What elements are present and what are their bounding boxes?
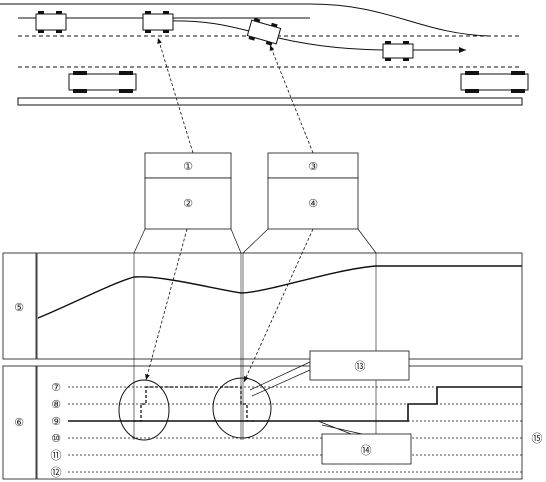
- vehicle-car-3-changing-lane: [246, 17, 282, 46]
- level-label-11: ⑪: [51, 449, 62, 462]
- pointer-box2-to-signal: [145, 228, 188, 381]
- box-1: [144, 152, 232, 179]
- callout-13-leader: [249, 361, 311, 397]
- highlight-ellipse-right: [212, 377, 272, 439]
- signal-trace-dashed: [134, 386, 256, 422]
- road-edge-curve: [0, 3, 491, 37]
- side-label-15: ⑮: [532, 432, 543, 445]
- speed-curve: [37, 265, 522, 319]
- callout-13-box: [309, 350, 410, 381]
- box-2: [144, 177, 232, 230]
- box-1-label: ①: [183, 160, 193, 173]
- box-2-label: ②: [183, 197, 193, 210]
- road-barrier: [17, 97, 523, 106]
- vehicle-car-1: [35, 11, 67, 33]
- speed-panel-label: ⑤: [14, 301, 24, 314]
- vehicle-car-5: [68, 71, 137, 93]
- level-label-8: ⑧: [51, 398, 61, 411]
- signal-panel: [36, 365, 523, 480]
- lane-change-trajectory-arrow: [165, 20, 466, 53]
- box-4-label: ④: [308, 197, 318, 210]
- signal-trace-solid: [68, 386, 522, 422]
- vehicle-car-2: [142, 11, 174, 33]
- funnel-left: [133, 228, 242, 254]
- highlight-ellipse-left: [118, 379, 170, 441]
- pointer-to-car-3: [269, 44, 314, 154]
- level-label-10: ⑩: [51, 432, 61, 445]
- callout-14-leader: [317, 420, 363, 435]
- level-label-9: ⑨: [51, 415, 61, 428]
- funnel-right: [242, 228, 377, 254]
- vehicle-car-4: [382, 41, 414, 61]
- period-box-right: ③ ④: [267, 152, 359, 230]
- pointer-box4-to-signal: [243, 228, 314, 383]
- callout-13-label: ⑬: [355, 360, 366, 373]
- level-label-7: ⑦: [51, 381, 61, 394]
- time-guide-lines: [133, 253, 377, 440]
- callout-14-box: [321, 433, 412, 465]
- period-box-left: ① ②: [144, 152, 232, 230]
- signal-panel-label-box: [2, 365, 37, 480]
- level-label-12: ⑫: [51, 466, 62, 479]
- box-3-label: ③: [308, 160, 318, 173]
- speed-panel: [36, 252, 523, 360]
- pointer-to-car-2: [157, 37, 194, 154]
- speed-panel-label-box: [2, 252, 37, 360]
- callout-14-label: ⑭: [361, 444, 372, 457]
- road-scene: [0, 3, 529, 106]
- signal-panel-label: ⑥: [14, 416, 24, 429]
- signal-levels: ⑦ ⑧ ⑨ ⑩ ⑪ ⑫: [51, 381, 522, 479]
- vehicle-car-6: [460, 71, 529, 93]
